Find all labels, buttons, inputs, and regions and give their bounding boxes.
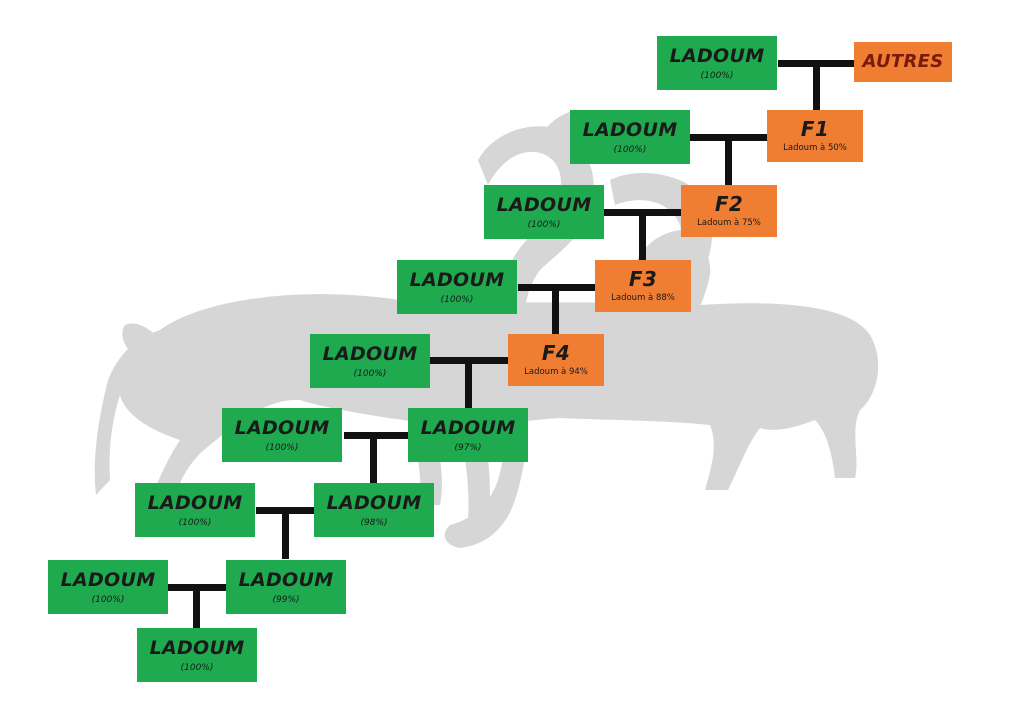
connector-v-99 [193, 584, 200, 630]
generation-label: F2 [714, 192, 744, 216]
ladoum-percent: (100%) [700, 70, 734, 81]
ladoum-parent-box-5: LADOUM (100%) [222, 408, 342, 462]
ladoum-label: LADOUM [234, 416, 330, 439]
ladoum-percent: (100%) [440, 294, 474, 305]
ladoum-percent: (100%) [180, 662, 214, 673]
ladoum-percent: (100%) [353, 368, 387, 379]
ladoum-percent: (99%) [272, 594, 300, 605]
ladoum-label: LADOUM [409, 268, 505, 291]
generation-percent: Ladoum à 50% [783, 143, 847, 153]
connector-v-98 [282, 507, 289, 559]
generation-label: F4 [541, 341, 571, 365]
ladoum-box-top: LADOUM (100%) [657, 36, 777, 90]
autres-box: AUTRES [854, 42, 952, 82]
generation-label: F3 [628, 267, 658, 291]
ladoum-percent: (97%) [454, 442, 482, 453]
connector-v-f4 [465, 357, 472, 409]
ladoum-parent-box-6: LADOUM (100%) [135, 483, 255, 537]
ladoum-label: LADOUM [322, 342, 418, 365]
ladoum-parent-box-7: LADOUM (100%) [48, 560, 168, 614]
ladoum-label: LADOUM [238, 568, 334, 591]
connector-v-f1 [725, 134, 732, 186]
ladoum-99-box: LADOUM (99%) [226, 560, 346, 614]
ladoum-label: LADOUM [149, 636, 245, 659]
connector-v-97 [370, 432, 377, 484]
generation-percent: Ladoum à 94% [524, 367, 588, 377]
connector-h-97 [344, 432, 410, 439]
ladoum-97-box: LADOUM (97%) [408, 408, 528, 462]
f3-box: F3 Ladoum à 88% [595, 260, 691, 312]
autres-label: AUTRES [862, 51, 944, 72]
connector-v-top [813, 60, 820, 110]
ladoum-percent: (100%) [265, 442, 299, 453]
ladoum-parent-box-4: LADOUM (100%) [310, 334, 430, 388]
generation-percent: Ladoum à 75% [697, 218, 761, 228]
ladoum-percent: (100%) [178, 517, 212, 528]
ladoum-final-box: LADOUM (100%) [137, 628, 257, 682]
ladoum-parent-box-2: LADOUM (100%) [484, 185, 604, 239]
f1-box: F1 Ladoum à 50% [767, 110, 863, 162]
ladoum-label: LADOUM [420, 416, 516, 439]
ladoum-label: LADOUM [60, 568, 156, 591]
ladoum-98-box: LADOUM (98%) [314, 483, 434, 537]
ladoum-label: LADOUM [496, 193, 592, 216]
f4-box: F4 Ladoum à 94% [508, 334, 604, 386]
ladoum-percent: (100%) [527, 219, 561, 230]
ladoum-label: LADOUM [147, 491, 243, 514]
ladoum-label: LADOUM [326, 491, 422, 514]
f2-box: F2 Ladoum à 75% [681, 185, 777, 237]
ladoum-percent: (100%) [91, 594, 125, 605]
generation-percent: Ladoum à 88% [611, 293, 675, 303]
ladoum-percent: (98%) [360, 517, 388, 528]
ladoum-label: LADOUM [669, 44, 765, 67]
ladoum-parent-box-1: LADOUM (100%) [570, 110, 690, 164]
ladoum-parent-box-3: LADOUM (100%) [397, 260, 517, 314]
generation-label: F1 [800, 117, 830, 141]
connector-v-f2 [639, 209, 646, 261]
connector-v-f3 [552, 284, 559, 336]
ladoum-percent: (100%) [613, 144, 647, 155]
ladoum-label: LADOUM [582, 118, 678, 141]
